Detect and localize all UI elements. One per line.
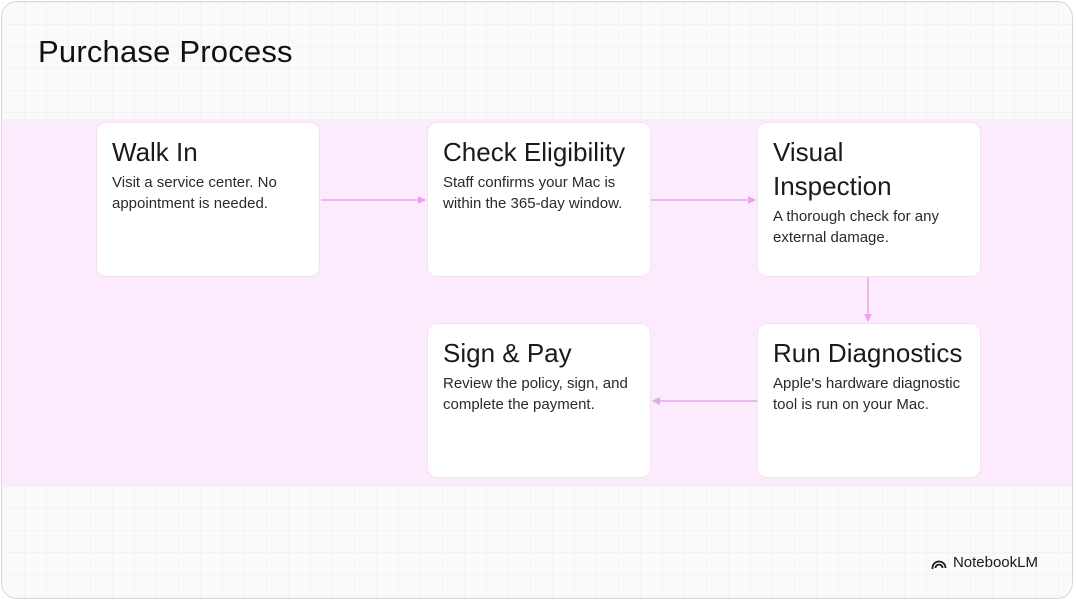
step-heading: Check Eligibility — [443, 137, 626, 167]
step-card-run-diagnostics: Run Diagnostics Apple's hardware diagnos… — [758, 324, 980, 477]
step-description: A thorough check for any external damage… — [773, 208, 939, 246]
page-title: Purchase Process — [38, 34, 293, 69]
step-heading: Walk In — [112, 137, 198, 167]
step-heading: Run Diagnostics — [773, 338, 963, 368]
step-card-sign-and-pay: Sign & Pay Review the policy, sign, and … — [428, 324, 650, 477]
step-card-visual-inspection: Visual Inspection A thorough check for a… — [758, 123, 980, 276]
step-description: Review the policy, sign, and complete th… — [443, 375, 628, 413]
step-description: Apple's hardware diagnostic tool is run … — [773, 375, 961, 413]
notebooklm-logo-icon — [931, 557, 947, 569]
step-description: Visit a service center. No appointment i… — [112, 174, 277, 212]
step-heading: Sign & Pay — [443, 338, 572, 368]
step-card-walk-in: Walk In Visit a service center. No appoi… — [97, 123, 319, 276]
step-heading: Visual Inspection — [773, 137, 892, 201]
brand-footer: NotebookLM — [931, 554, 1038, 571]
brand-name: NotebookLM — [952, 554, 1038, 571]
step-card-check-eligibility: Check Eligibility Staff confirms your Ma… — [428, 123, 650, 276]
step-description: Staff confirms your Mac is within the 36… — [443, 174, 623, 212]
